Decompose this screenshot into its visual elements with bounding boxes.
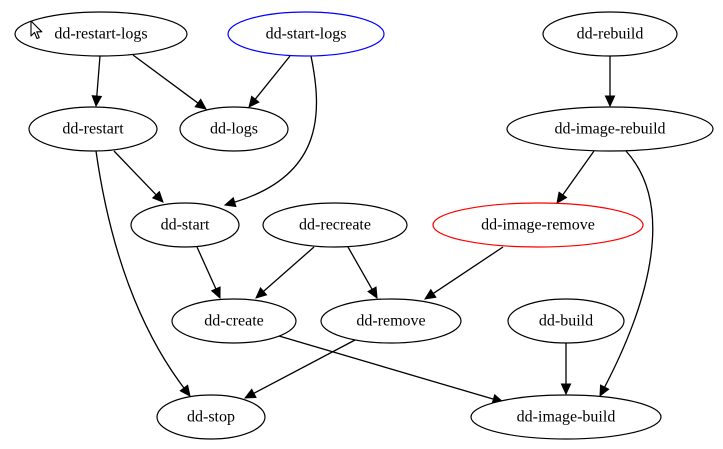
node-label: dd-logs	[210, 121, 258, 138]
node-label: dd-restart-logs	[54, 26, 147, 43]
node-dd-start-logs: dd-start-logs	[227, 11, 385, 57]
edge-line	[96, 55, 101, 97]
edge-dd-recreate-to-dd-remove	[347, 246, 378, 300]
edge-dd-restart-logs-to-dd-logs	[132, 54, 207, 110]
edge-dd-rebuild-to-dd-image-rebuild	[604, 56, 616, 108]
node-dd-image-build: dd-image-build	[470, 394, 662, 440]
edge-line	[347, 246, 373, 290]
node-ellipse	[227, 11, 385, 57]
arrowhead-icon	[248, 95, 260, 108]
node-dd-image-remove: dd-image-remove	[432, 202, 644, 248]
node-dd-create: dd-create	[171, 298, 297, 344]
node-label: dd-restart	[62, 121, 124, 138]
node-label: dd-image-rebuild	[554, 121, 665, 138]
edge-dd-remove-to-dd-stop	[243, 339, 356, 399]
node-label: dd-image-remove	[481, 217, 595, 234]
node-dd-image-rebuild: dd-image-rebuild	[506, 106, 714, 152]
node-ellipse	[14, 11, 188, 57]
node-label: dd-recreate	[299, 217, 371, 234]
edge-line	[113, 150, 157, 196]
node-dd-recreate: dd-recreate	[262, 202, 408, 248]
arrowhead-icon	[194, 98, 207, 110]
node-ellipse	[156, 394, 266, 440]
node-dd-restart: dd-restart	[28, 106, 158, 152]
node-ellipse	[262, 202, 408, 248]
nodes-layer: dd-restart-logs dd-start-logs dd-rebuild dd…	[14, 11, 714, 440]
node-label: dd-start-logs	[266, 26, 347, 43]
edge-line	[253, 339, 356, 394]
node-ellipse	[507, 298, 625, 344]
node-ellipse	[130, 202, 240, 248]
edge-dd-restart-to-dd-start	[113, 150, 164, 203]
edge-dd-recreate-to-dd-create	[255, 246, 315, 299]
edge-line	[254, 55, 291, 100]
arrowhead-icon	[210, 286, 221, 300]
edge-line	[604, 150, 654, 388]
arrowhead-icon	[91, 95, 103, 108]
node-dd-stop: dd-stop	[156, 394, 266, 440]
node-ellipse	[542, 11, 678, 57]
edge-line	[562, 150, 595, 196]
node-label: dd-start	[161, 217, 210, 234]
edge-dd-create-to-dd-image-build	[278, 335, 505, 405]
edge-line	[432, 246, 504, 294]
arrowhead-icon	[255, 287, 268, 299]
edge-line	[196, 246, 217, 290]
node-dd-restart-logs: dd-restart-logs	[14, 11, 188, 57]
node-label: dd-build	[539, 313, 593, 330]
edge-line	[278, 335, 494, 400]
arrowhead-icon	[424, 288, 437, 300]
edge-dd-image-rebuild-to-dd-image-build	[599, 150, 654, 398]
node-ellipse	[171, 298, 297, 344]
edge-dd-image-remove-to-dd-remove	[424, 246, 504, 300]
node-ellipse	[470, 394, 662, 440]
edge-dd-restart-to-dd-stop	[95, 150, 191, 397]
edge-dd-build-to-dd-image-build	[560, 343, 572, 396]
arrowhead-icon	[556, 191, 568, 204]
node-dd-build: dd-build	[507, 298, 625, 344]
node-label: dd-remove	[356, 313, 425, 330]
arrowhead-icon	[179, 384, 191, 397]
arrowhead-icon	[243, 388, 257, 399]
node-dd-rebuild: dd-rebuild	[542, 11, 678, 57]
mouse-pointer-icon	[30, 20, 43, 40]
edge-line	[234, 55, 318, 203]
node-ellipse	[506, 106, 714, 152]
edge-dd-image-rebuild-to-dd-image-remove	[556, 150, 595, 204]
node-ellipse	[432, 202, 644, 248]
node-label: dd-image-build	[517, 409, 616, 426]
arrowhead-icon	[151, 190, 164, 203]
node-dd-logs: dd-logs	[179, 106, 289, 152]
edge-dd-start-logs-to-dd-start	[223, 55, 318, 208]
node-ellipse	[179, 106, 289, 152]
edge-dd-start-to-dd-create	[196, 246, 221, 300]
node-dd-start: dd-start	[130, 202, 240, 248]
edges-layer	[91, 54, 654, 405]
node-dd-remove: dd-remove	[320, 298, 462, 344]
node-ellipse	[320, 298, 462, 344]
edge-dd-restart-logs-to-dd-restart	[91, 55, 103, 108]
arrowhead-icon	[560, 383, 572, 396]
arrowhead-icon	[604, 95, 616, 108]
node-label: dd-create	[204, 313, 264, 330]
node-label: dd-stop	[187, 409, 235, 426]
edge-line	[132, 54, 199, 104]
node-ellipse	[28, 106, 158, 152]
edge-line	[263, 246, 315, 292]
arrowhead-icon	[367, 286, 378, 300]
edge-line	[95, 150, 185, 389]
arrowhead-icon	[599, 384, 610, 398]
arrowhead-icon	[223, 196, 237, 208]
edge-dd-start-logs-to-dd-logs	[248, 55, 291, 108]
node-label: dd-rebuild	[577, 26, 644, 43]
